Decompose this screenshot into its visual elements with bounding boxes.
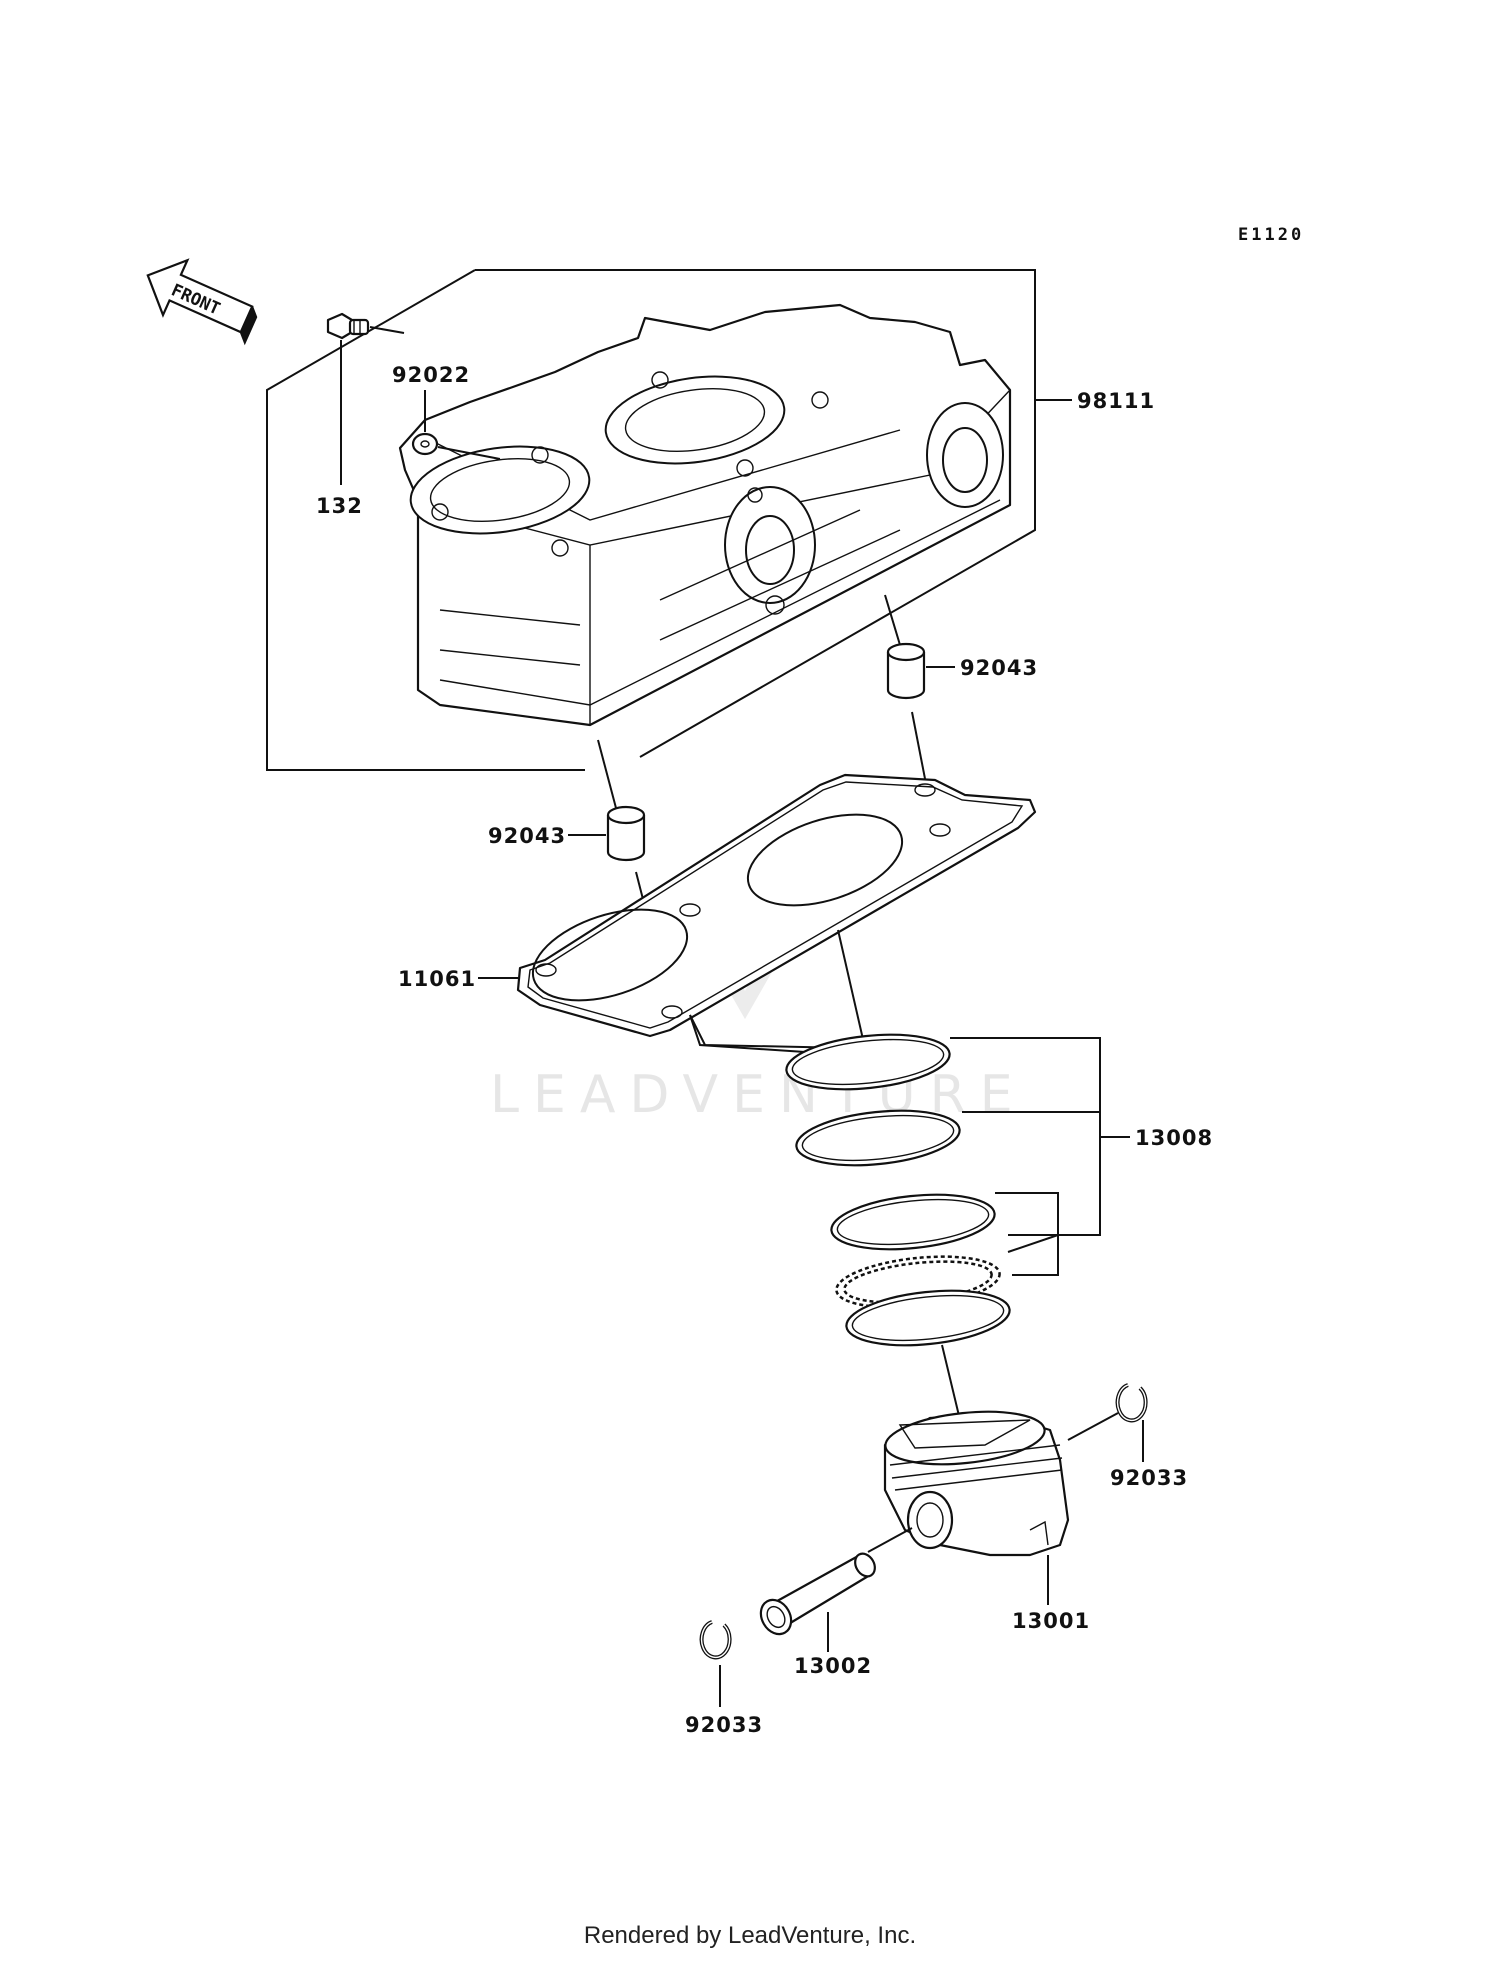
callout-132: 132 bbox=[316, 494, 363, 518]
piston-rings-13008 bbox=[785, 1033, 1011, 1347]
callout-92043-lower: 92043 bbox=[488, 824, 566, 848]
piston-13001 bbox=[883, 1410, 1070, 1557]
callout-13002: 13002 bbox=[794, 1654, 872, 1678]
dowel-pin-upper bbox=[886, 642, 926, 700]
footer-credit: Rendered by LeadVenture, Inc. bbox=[583, 1922, 917, 1949]
callout-92043-upper: 92043 bbox=[960, 656, 1038, 680]
callout-98111: 98111 bbox=[1077, 389, 1155, 413]
bolt-132 bbox=[326, 312, 370, 340]
dowel-pin-lower bbox=[606, 805, 646, 862]
front-arrow-icon: FRONT bbox=[146, 258, 258, 346]
callout-13008: 13008 bbox=[1135, 1126, 1213, 1150]
callout-92033-left: 92033 bbox=[685, 1713, 763, 1737]
callout-11061: 11061 bbox=[398, 967, 476, 991]
circlip-right-92033 bbox=[1115, 1383, 1148, 1423]
callout-92033-right: 92033 bbox=[1110, 1466, 1188, 1490]
head-gasket-11061 bbox=[516, 773, 1037, 1038]
cylinder-block bbox=[398, 303, 1012, 727]
callout-92022: 92022 bbox=[392, 363, 470, 387]
diagram-code: E1120 bbox=[1238, 225, 1304, 245]
callout-13001: 13001 bbox=[1012, 1609, 1090, 1633]
piston-pin-13002 bbox=[759, 1552, 876, 1636]
washer-92022 bbox=[411, 432, 439, 456]
circlip-left-92033 bbox=[699, 1620, 732, 1660]
